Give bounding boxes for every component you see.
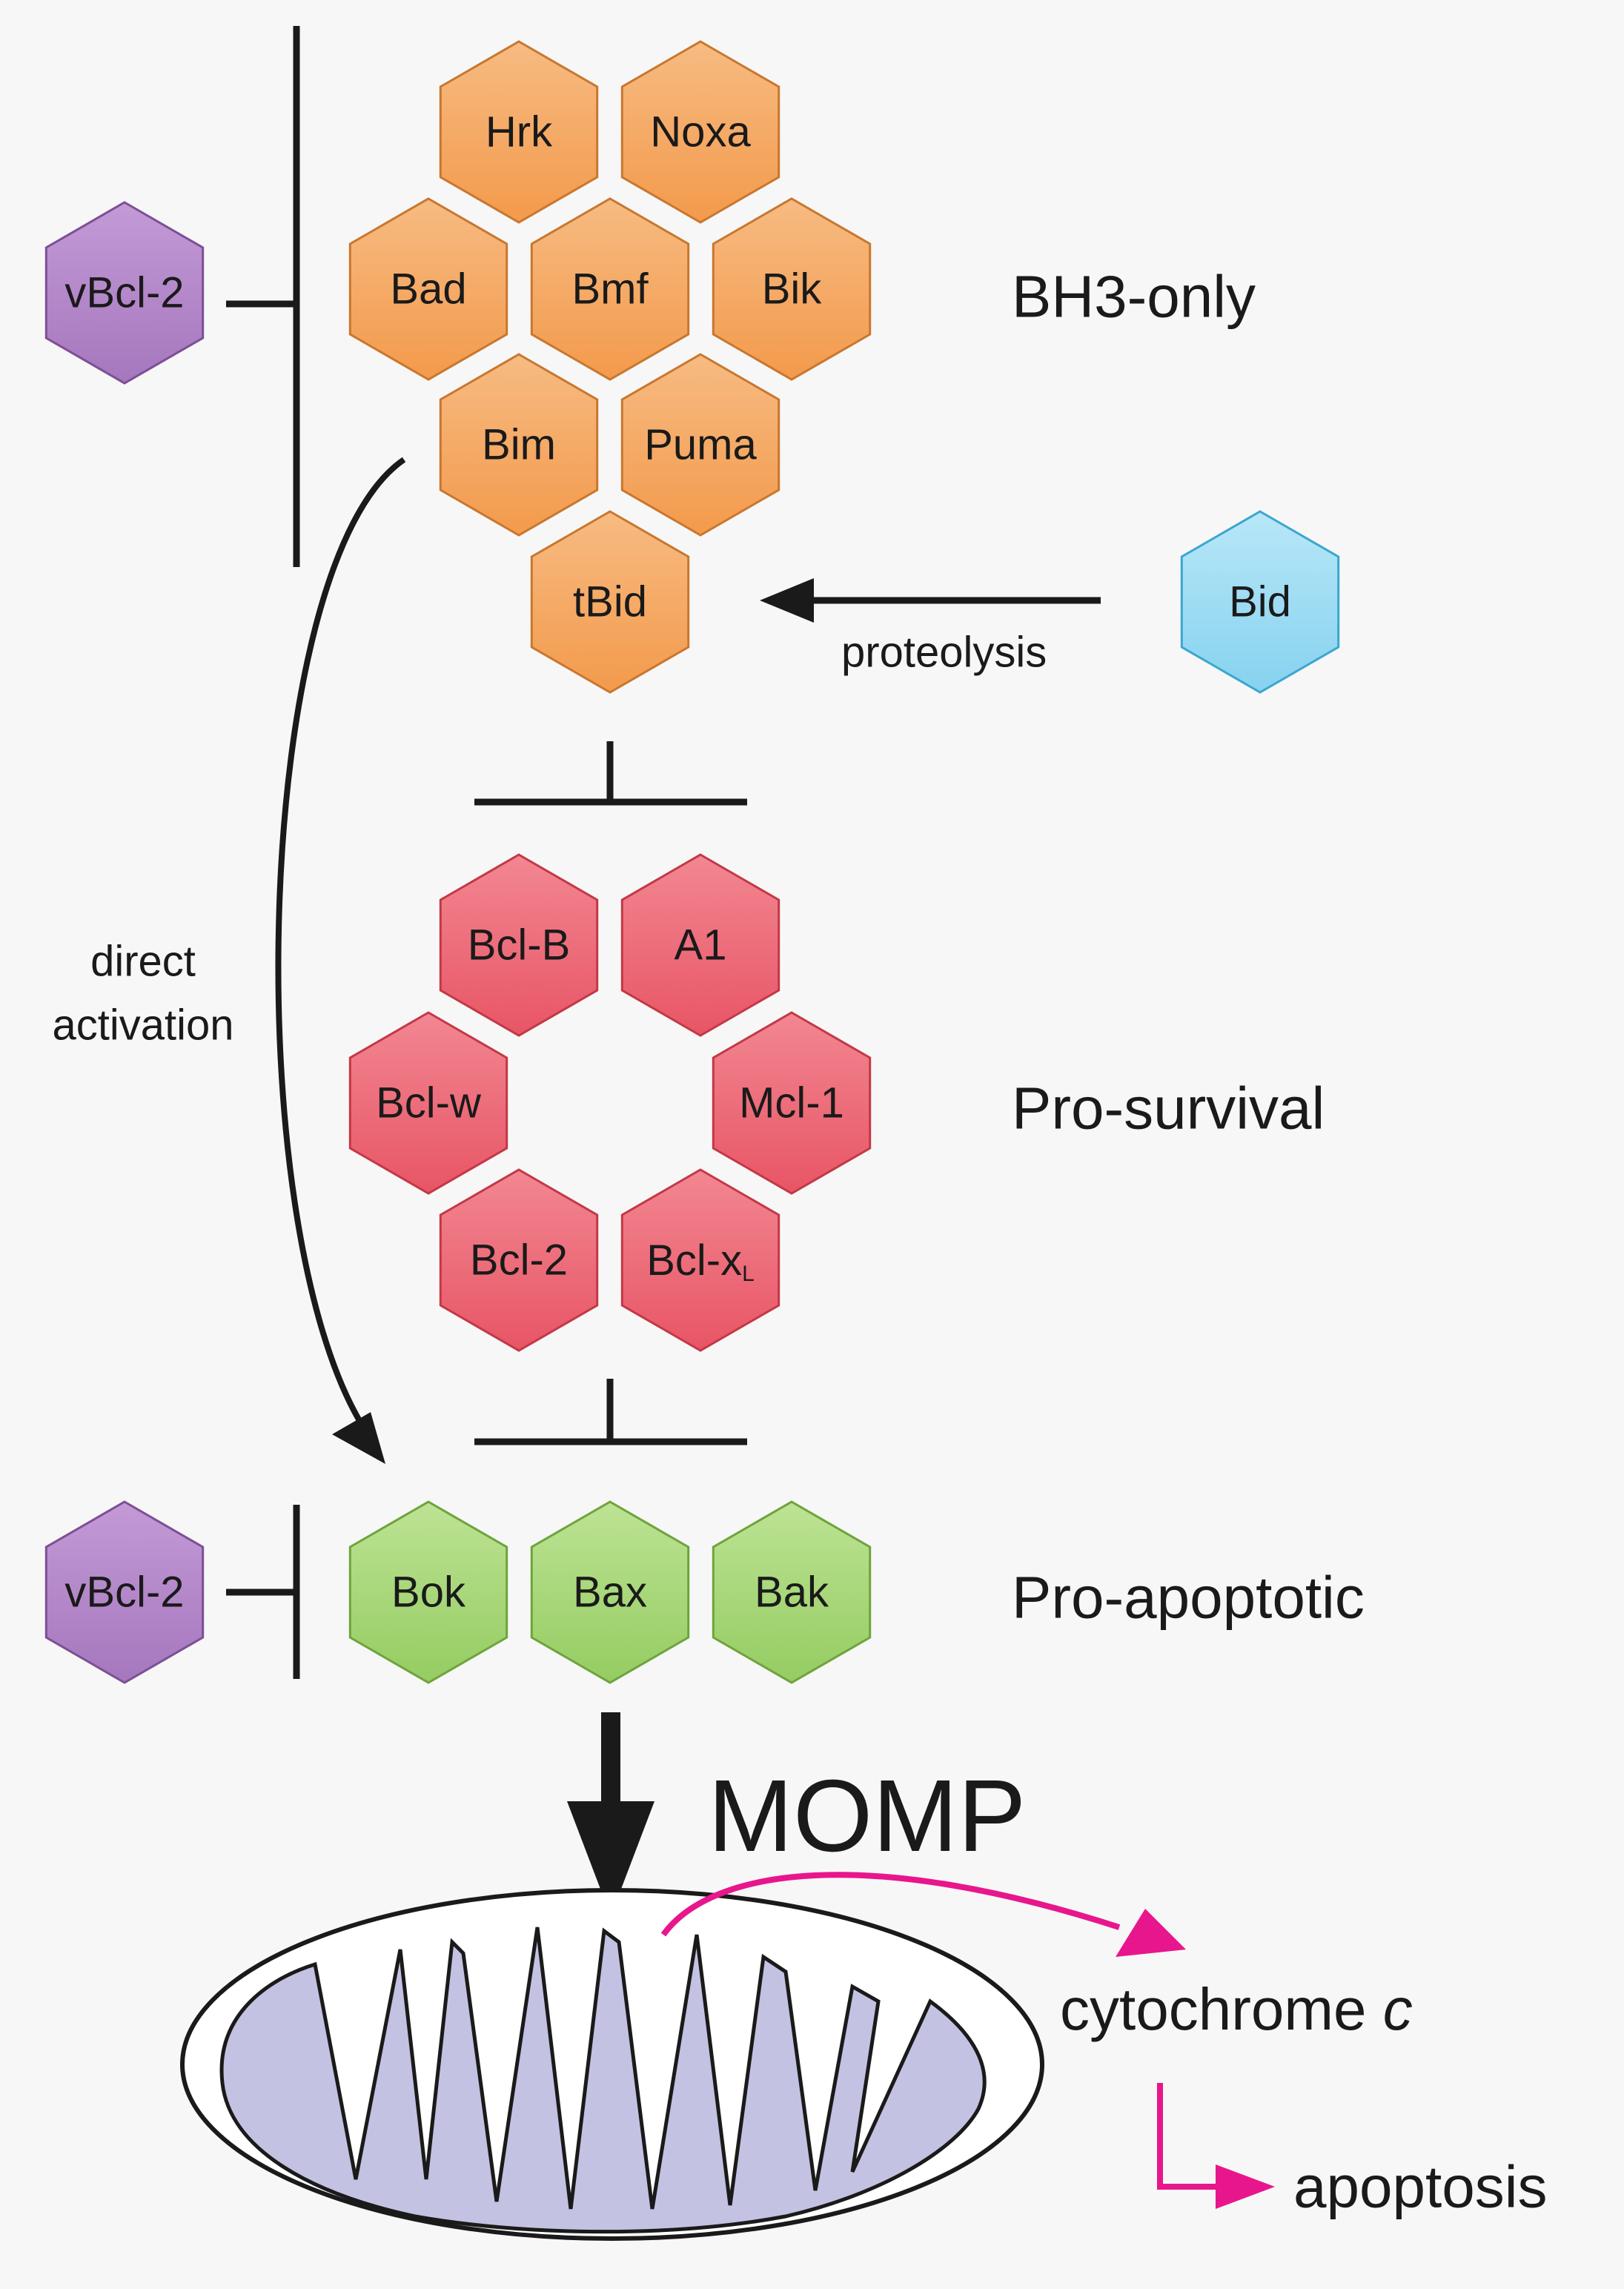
hex-mcl1: Mcl-1 xyxy=(712,1011,872,1195)
hex-vbcl2-bottom-label: vBcl-2 xyxy=(64,1568,184,1617)
hex-mcl1-label: Mcl-1 xyxy=(739,1079,844,1127)
proteolysis-label: proteolysis xyxy=(841,629,1047,677)
hex-bclw: Bcl-w xyxy=(348,1011,508,1195)
mitochondrion-inner-membrane xyxy=(219,1927,987,2234)
hex-noxa-label: Noxa xyxy=(650,108,751,156)
hex-a1: A1 xyxy=(620,853,780,1037)
group-label-pro-survival: Pro-survival xyxy=(1012,1076,1325,1142)
hex-puma: Puma xyxy=(620,353,780,537)
hex-tbid-label: tBid xyxy=(573,578,647,626)
apoptosis-label: apoptosis xyxy=(1293,2154,1547,2220)
group-label-bh3-only: BH3-only xyxy=(1012,264,1256,330)
hex-bcl2: Bcl-2 xyxy=(439,1168,599,1352)
hex-hrk-label: Hrk xyxy=(485,108,553,156)
hex-noxa-shape xyxy=(620,40,780,224)
hex-bim: Bim xyxy=(439,353,599,537)
proteolysis-arrowhead xyxy=(760,578,814,623)
hex-hrk-shape xyxy=(439,40,599,224)
hex-bak-shape xyxy=(712,1500,872,1684)
hex-bcl2-label: Bcl-2 xyxy=(470,1236,568,1285)
hex-bid: Bid xyxy=(1180,510,1340,694)
cytochrome-label: cytochrome c xyxy=(1060,1976,1413,2042)
hex-bad-shape xyxy=(348,197,508,381)
cytochrome-c-text: c xyxy=(1383,1976,1413,2042)
hex-bcl2-shape xyxy=(439,1168,599,1352)
direct-label: direct xyxy=(90,938,196,986)
hex-bak: Bak xyxy=(712,1500,872,1684)
hex-hrk: Hrk xyxy=(439,40,599,224)
hex-vbcl2-top-shape xyxy=(44,201,205,385)
hex-bok: Bok xyxy=(348,1500,508,1684)
hex-puma-shape xyxy=(620,353,780,537)
hex-bmf-label: Bmf xyxy=(571,265,649,314)
direct-activation-arrowhead xyxy=(332,1412,385,1464)
hex-bid-shape xyxy=(1180,510,1340,694)
hex-bclb-label: Bcl-B xyxy=(468,921,571,970)
hex-bclxl-label: Bcl-xL xyxy=(646,1236,755,1286)
hex-bak-label: Bak xyxy=(755,1568,829,1617)
hex-a1-shape xyxy=(620,853,780,1037)
hex-bok-label: Bok xyxy=(391,1568,466,1617)
cytochrome-release-arrowhead xyxy=(1116,1909,1186,1957)
hex-bad-label: Bad xyxy=(390,265,466,314)
hex-bclw-label: Bcl-w xyxy=(376,1079,482,1127)
group-label-pro-apoptotic: Pro-apoptotic xyxy=(1012,1565,1365,1631)
hex-bclxl-shape xyxy=(620,1168,780,1352)
hex-bclb-shape xyxy=(439,853,599,1037)
direct-activation-arrow xyxy=(275,457,406,1429)
activation-label: activation xyxy=(52,1001,233,1050)
apoptosis-arrowhead xyxy=(1216,2164,1275,2209)
bclxl-subscript-text: L xyxy=(742,1262,755,1286)
momp-arrow-shaft xyxy=(601,1712,620,1816)
hex-bclxl: Bcl-xL xyxy=(620,1168,780,1352)
apoptosis-arrow xyxy=(1157,2083,1230,2190)
hex-bclw-shape xyxy=(348,1011,508,1195)
hex-bim-label: Bim xyxy=(482,421,556,469)
hex-bik-label: Bik xyxy=(762,265,823,314)
hex-a1-label: A1 xyxy=(675,921,727,970)
hex-bok-shape xyxy=(348,1500,508,1684)
hex-bik-shape xyxy=(712,197,872,381)
hex-tbid: tBid xyxy=(530,510,690,694)
hex-mcl1-shape xyxy=(712,1011,872,1195)
hex-bik: Bik xyxy=(712,197,872,381)
hex-bax: Bax xyxy=(530,1500,690,1684)
hex-bclb: Bcl-B xyxy=(439,853,599,1037)
cytochrome-release-arrow xyxy=(660,1872,1121,1937)
hex-bid-label: Bid xyxy=(1229,578,1291,626)
hex-tbid-shape xyxy=(530,510,690,694)
bclxl-main-text: Bcl-x xyxy=(646,1236,742,1285)
hex-vbcl2-bottom-shape xyxy=(44,1500,205,1684)
hex-bmf-shape xyxy=(530,197,690,381)
hex-vbcl2-top-label: vBcl-2 xyxy=(64,269,184,317)
hex-bax-shape xyxy=(530,1500,690,1684)
hex-bad: Bad xyxy=(348,197,508,381)
hex-puma-label: Puma xyxy=(644,421,757,469)
hex-vbcl2-bottom: vBcl-2 xyxy=(44,1500,205,1684)
hex-vbcl2-top: vBcl-2 xyxy=(44,201,205,385)
hex-bax-label: Bax xyxy=(573,1568,647,1617)
momp-label: MOMP xyxy=(708,1759,1026,1873)
hex-bim-shape xyxy=(439,353,599,537)
hex-bmf: Bmf xyxy=(530,197,690,381)
hex-noxa: Noxa xyxy=(620,40,780,224)
cytochrome-text: cytochrome xyxy=(1060,1976,1383,2042)
momp-arrowhead xyxy=(567,1801,654,1916)
